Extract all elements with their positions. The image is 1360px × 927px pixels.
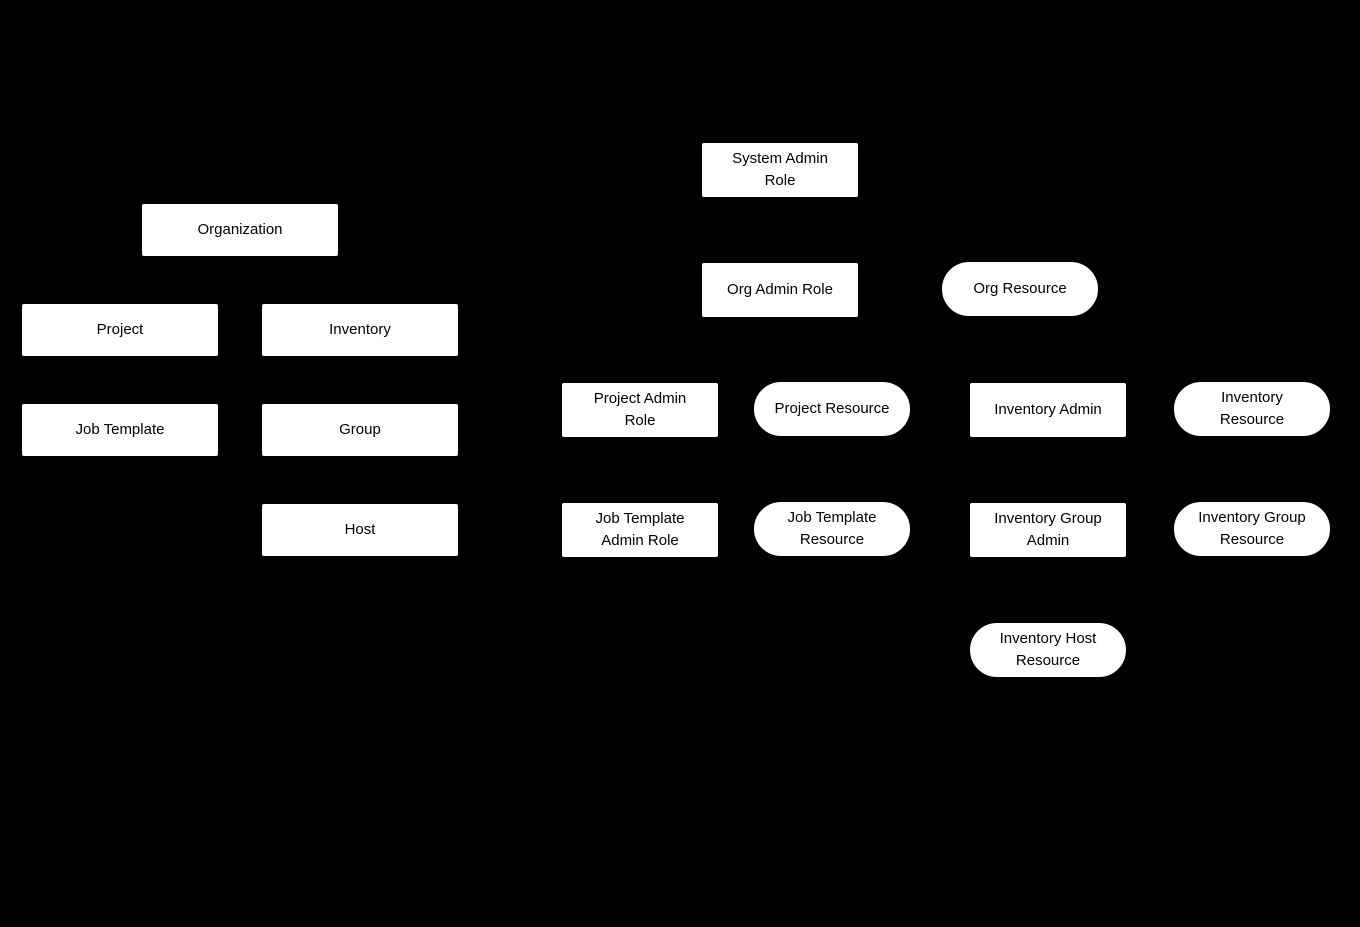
node-job-template: Job Template <box>21 403 219 457</box>
node-project-resource: Project Resource <box>753 381 911 437</box>
node-project: Project <box>21 303 219 357</box>
node-inventory-group-resource: Inventory Group Resource <box>1173 501 1331 557</box>
node-group: Group <box>261 403 459 457</box>
node-inventory-resource-label: Inventory Resource <box>1219 389 1285 428</box>
node-organization: Organization <box>141 203 339 257</box>
node-org-resource: Org Resource <box>941 261 1099 317</box>
node-organization-label: Organization <box>197 221 283 239</box>
node-job-template-resource-label: Job Template Resource <box>787 509 877 548</box>
node-org-admin-role: Org Admin Role <box>701 262 859 318</box>
node-inventory-admin: Inventory Admin <box>969 382 1127 438</box>
node-host-label: Host <box>344 521 376 539</box>
node-job-template-admin-role-label: Job Template Admin Role <box>595 510 685 549</box>
node-job-template-admin-role: Job Template Admin Role <box>561 502 719 558</box>
node-inventory: Inventory <box>261 303 459 357</box>
node-org-admin-role-label: Org Admin Role <box>727 281 833 299</box>
node-inventory-group-admin: Inventory Group Admin <box>969 502 1127 558</box>
node-job-template-resource: Job Template Resource <box>753 501 911 557</box>
node-project-label: Project <box>96 321 144 339</box>
node-project-admin-role-label: Project Admin Role <box>593 390 687 429</box>
node-system-admin-role: System Admin Role <box>701 142 859 198</box>
node-inventory-host-resource-label: Inventory Host Resource <box>999 630 1097 669</box>
node-project-admin-role: Project Admin Role <box>561 382 719 438</box>
node-inventory-group-admin-label: Inventory Group Admin <box>994 510 1102 549</box>
node-host: Host <box>261 503 459 557</box>
node-inventory-resource: Inventory Resource <box>1173 381 1331 437</box>
node-system-admin-role-label: System Admin Role <box>732 150 828 189</box>
node-project-resource-label: Project Resource <box>774 400 890 418</box>
node-org-resource-label: Org Resource <box>973 280 1067 298</box>
node-inventory-admin-label: Inventory Admin <box>994 401 1102 419</box>
node-group-label: Group <box>339 421 381 439</box>
node-inventory-label: Inventory <box>329 321 391 339</box>
node-job-template-label: Job Template <box>75 421 165 439</box>
node-inventory-host-resource: Inventory Host Resource <box>969 622 1127 678</box>
node-inventory-group-resource-label: Inventory Group Resource <box>1198 509 1306 548</box>
